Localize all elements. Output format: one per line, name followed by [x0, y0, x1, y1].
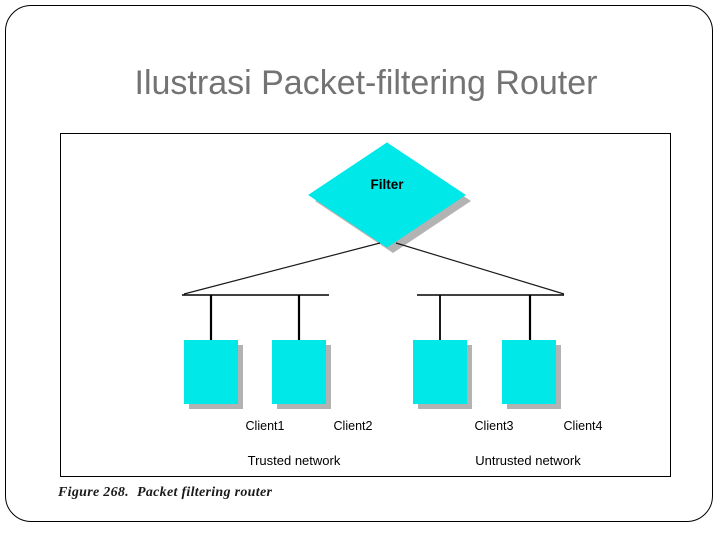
link-filter-to-trusted	[183, 242, 381, 295]
untrusted-network-label: Untrusted network	[475, 453, 581, 468]
trusted-network-label: Trusted network	[247, 453, 341, 468]
figure-caption: Figure 268. Packet filtering router	[58, 485, 272, 501]
client3-node[interactable]	[413, 340, 467, 404]
figure-region: Filter Client1 Client2 Client3 Client4 T…	[60, 133, 671, 477]
filter-node-label: Filter	[370, 177, 404, 192]
client2-node[interactable]	[272, 340, 326, 404]
figure-caption-text: Packet filtering router	[136, 485, 273, 500]
client4-label: Client4	[563, 419, 603, 433]
link-filter-to-untrusted	[395, 242, 565, 295]
network-diagram	[182, 142, 565, 409]
client3-label: Client3	[474, 419, 514, 433]
client4-node[interactable]	[502, 340, 556, 404]
client1-label: Client1	[245, 419, 285, 433]
slide-frame: Ilustrasi Packet-filtering Router	[5, 5, 713, 522]
filter-node[interactable]	[308, 142, 466, 248]
client1-node[interactable]	[184, 340, 238, 404]
figure-caption-number: Figure 268.	[58, 485, 129, 500]
page-title: Ilustrasi Packet-filtering Router	[134, 64, 598, 102]
client2-label: Client2	[333, 419, 373, 433]
